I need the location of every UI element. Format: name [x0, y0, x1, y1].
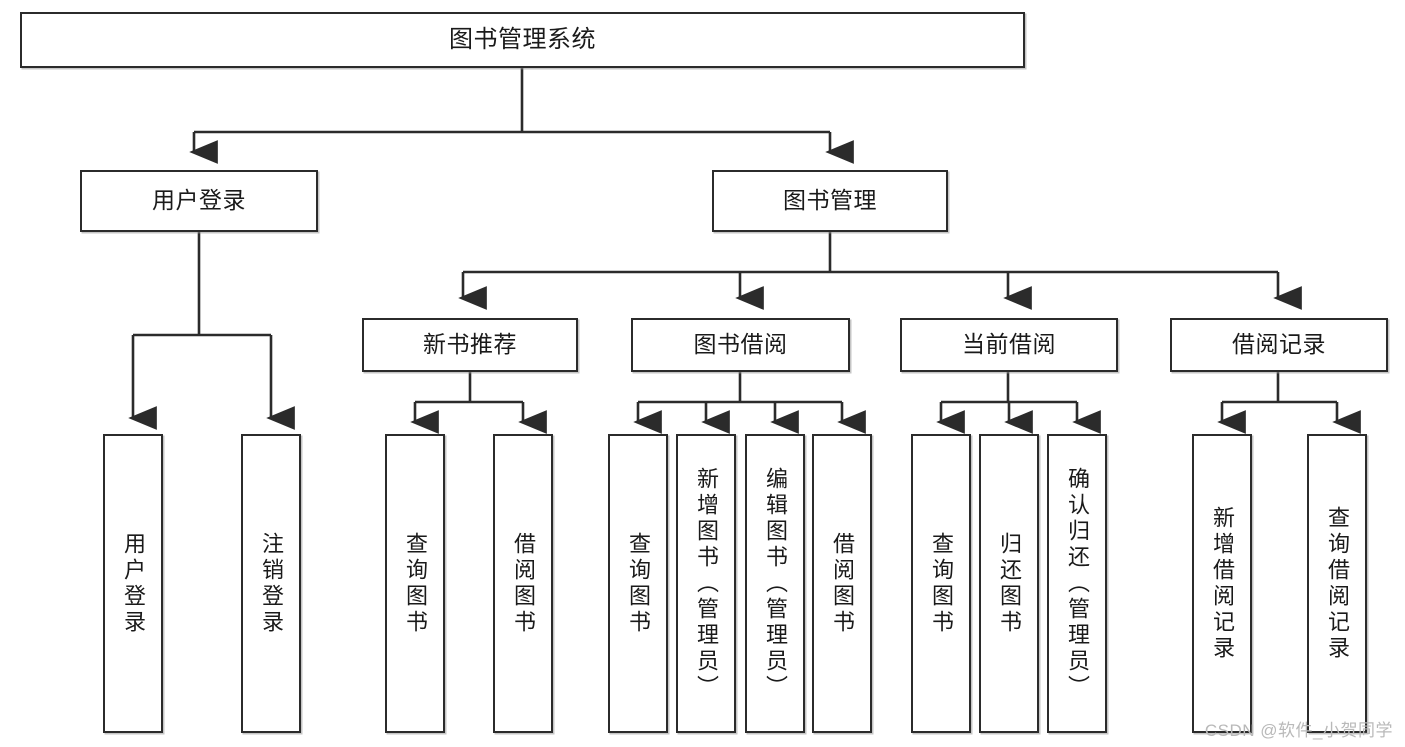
node-label: 查询借阅记录 — [1325, 505, 1350, 662]
leaf-current-borrow-return[interactable]: 归还图书 — [979, 434, 1039, 733]
node-label: 图书管理系统 — [449, 25, 596, 53]
leaf-borrow-record-query[interactable]: 查询借阅记录 — [1307, 434, 1367, 733]
node-label: 借阅记录 — [1232, 331, 1326, 358]
node-label: 新增图书（管理员） — [694, 466, 719, 701]
node-label: 用户登录 — [121, 531, 146, 636]
node-label: 编辑图书（管理员） — [763, 466, 788, 701]
node-label: 查询图书 — [403, 531, 428, 636]
leaf-book-borrow-edit[interactable]: 编辑图书（管理员） — [745, 434, 805, 733]
leaf-user-login-login[interactable]: 用户登录 — [103, 434, 163, 733]
node-label: 新增借阅记录 — [1210, 505, 1235, 662]
leaf-borrow-record-add[interactable]: 新增借阅记录 — [1192, 434, 1252, 733]
leaf-book-borrow-add[interactable]: 新增图书（管理员） — [676, 434, 736, 733]
node-label: 借阅图书 — [511, 531, 536, 636]
watermark-text: CSDN @软件_小贺同学 — [1204, 721, 1393, 740]
leaf-current-borrow-query[interactable]: 查询图书 — [911, 434, 971, 733]
node-book-borrow[interactable]: 图书借阅 — [631, 318, 850, 372]
node-user-login[interactable]: 用户登录 — [80, 170, 318, 232]
node-new-book-recommend[interactable]: 新书推荐 — [362, 318, 578, 372]
node-book-management-system[interactable]: 图书管理系统 — [20, 12, 1025, 68]
leaf-book-borrow-query[interactable]: 查询图书 — [608, 434, 668, 733]
node-label: 归还图书 — [997, 531, 1022, 636]
leaf-book-borrow-borrow[interactable]: 借阅图书 — [812, 434, 872, 733]
leaf-user-login-logout[interactable]: 注销登录 — [241, 434, 301, 733]
node-label: 确认归还（管理员） — [1065, 466, 1090, 701]
node-label: 用户登录 — [152, 187, 246, 214]
leaf-new-book-borrow[interactable]: 借阅图书 — [493, 434, 553, 733]
node-label: 查询图书 — [626, 531, 651, 636]
node-label: 图书管理 — [783, 187, 877, 214]
node-borrow-record[interactable]: 借阅记录 — [1170, 318, 1388, 372]
node-label: 新书推荐 — [423, 331, 517, 358]
leaf-new-book-query[interactable]: 查询图书 — [385, 434, 445, 733]
node-label: 注销登录 — [259, 531, 284, 636]
node-label: 当前借阅 — [962, 331, 1056, 358]
node-current-borrow[interactable]: 当前借阅 — [900, 318, 1118, 372]
leaf-current-borrow-confirm-return[interactable]: 确认归还（管理员） — [1047, 434, 1107, 733]
node-label: 图书借阅 — [693, 331, 788, 358]
node-label: 查询图书 — [929, 531, 954, 636]
node-label: 借阅图书 — [830, 531, 855, 636]
node-book-management[interactable]: 图书管理 — [712, 170, 948, 232]
